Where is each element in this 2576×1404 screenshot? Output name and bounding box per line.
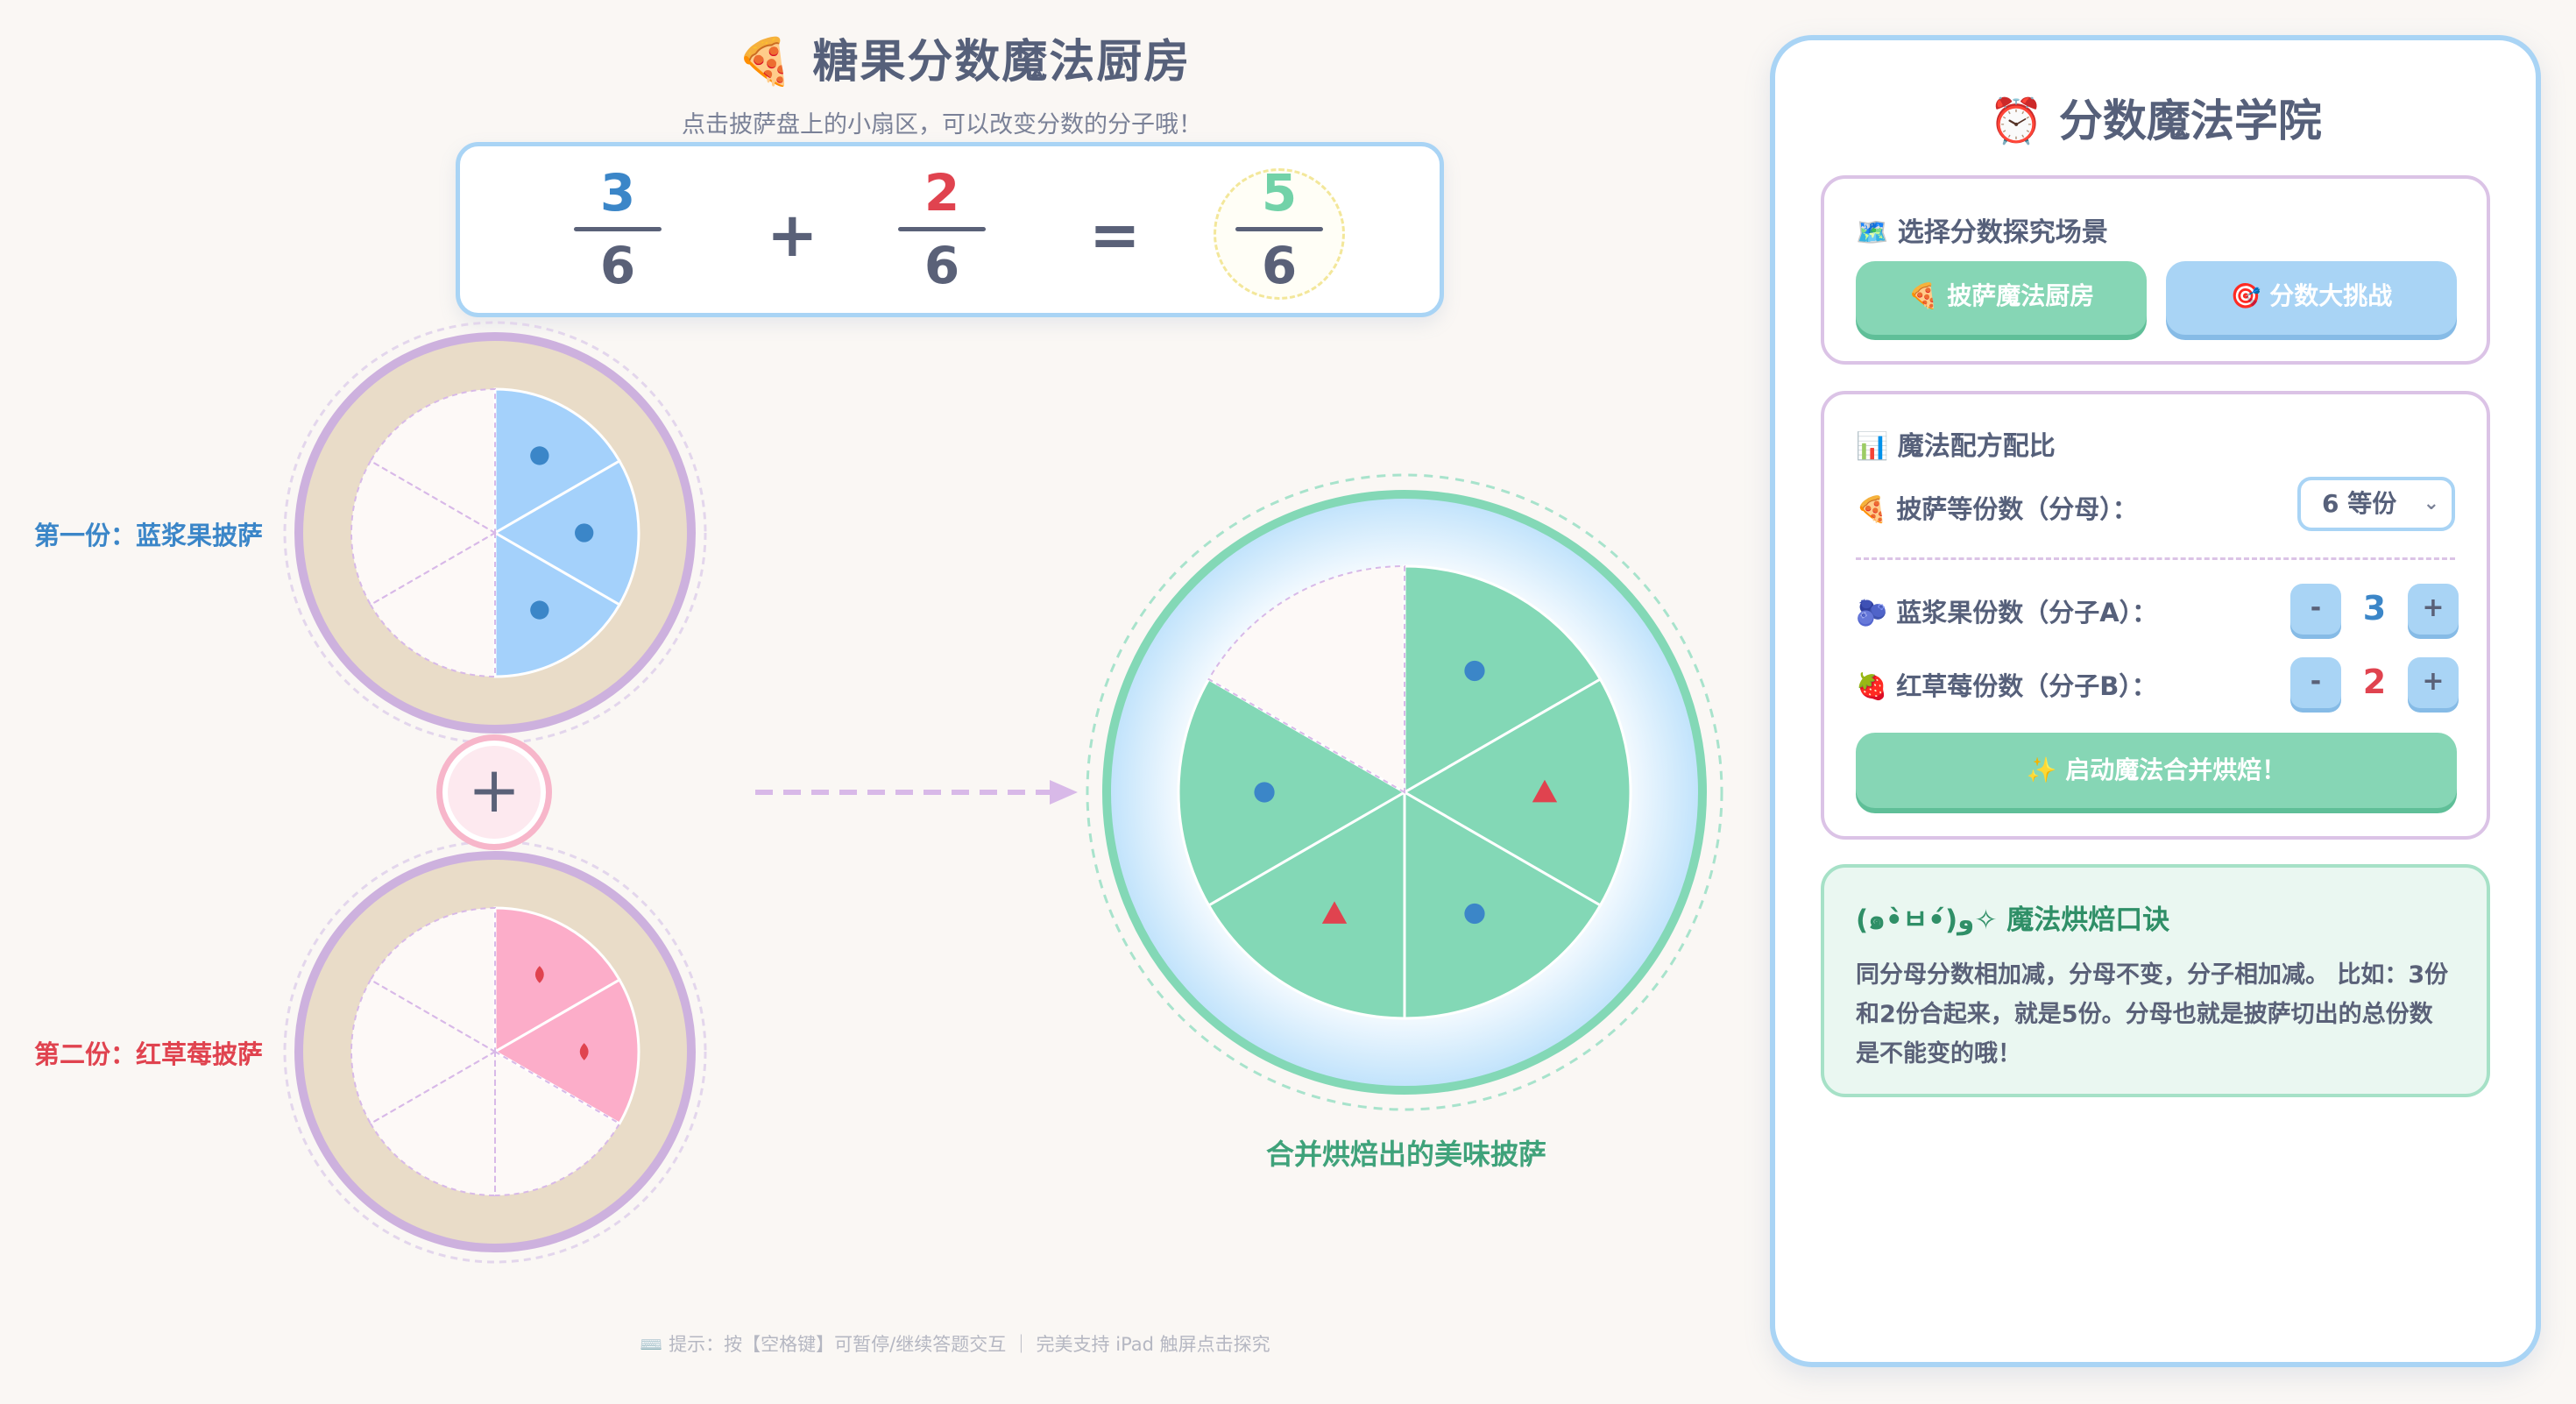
blueberry-pizza[interactable] bbox=[350, 387, 640, 678]
empty-slice[interactable] bbox=[350, 978, 497, 1125]
baking-tip-card: (๑•̀ㅂ•́)و✧ 魔法烘焙口诀 同分母分数相加减，分母不变，分子相加减。 比… bbox=[1821, 864, 2490, 1097]
blueberry-topping bbox=[1464, 660, 1485, 682]
fraction-b-denominator: 6 bbox=[924, 236, 960, 295]
dashed-divider bbox=[1856, 557, 2455, 560]
page-subtitle: 点击披萨盘上的小扇区，可以改变分数的分子哦！ bbox=[682, 111, 1202, 138]
fraction-result-denominator: 6 bbox=[1261, 236, 1298, 295]
equals-operator: = bbox=[1089, 199, 1141, 271]
fraction-b: 2 6 bbox=[898, 164, 986, 294]
strawberry-pizza[interactable] bbox=[350, 906, 640, 1197]
first-pizza-label: 第一份：蓝浆果披萨 bbox=[33, 521, 263, 550]
blueberry-topping bbox=[575, 523, 594, 542]
empty-slice[interactable] bbox=[1207, 564, 1405, 794]
result-highlight-ring bbox=[1214, 168, 1345, 300]
merge-arrow-head bbox=[1050, 780, 1078, 805]
pizza-stage: 🍕 糖果分数魔法厨房 点击披萨盘上的小扇区，可以改变分数的分子哦！ 3 6 + … bbox=[33, 36, 1723, 1355]
denominator-select-value: 6 等份 bbox=[2322, 489, 2397, 518]
merged-plate-outline bbox=[1086, 473, 1723, 1111]
empty-slice[interactable] bbox=[369, 531, 496, 678]
empty-slice[interactable] bbox=[369, 906, 496, 1053]
blueberry-topping bbox=[1464, 903, 1485, 925]
strawberry-decrement-button[interactable]: - bbox=[2290, 657, 2341, 708]
filled-slice[interactable] bbox=[493, 906, 622, 1054]
strawberry-label: 🍓 红草莓份数（分子B）： bbox=[1856, 671, 2157, 701]
filled-slice[interactable] bbox=[492, 977, 640, 1126]
strawberry-topping bbox=[1532, 779, 1558, 803]
blueberry-decrement-button[interactable]: - bbox=[2290, 584, 2341, 635]
blueberry-topping bbox=[1254, 782, 1275, 803]
recipe-card-heading: 📊 魔法配方配比 bbox=[1856, 431, 2056, 462]
blueberry-topping bbox=[530, 446, 549, 465]
recipe-card: 📊 魔法配方配比 🍕 披萨等份数（分母）： 6 等份 ⌄ 🫐 蓝浆果份数（分子A… bbox=[1821, 391, 2490, 840]
fraction-challenge-scene-button[interactable]: 🎯 分数大挑战 bbox=[2166, 261, 2457, 335]
strawberry-increment-button[interactable]: + bbox=[2408, 657, 2459, 708]
plus-operator: + bbox=[767, 199, 818, 271]
plate-outline bbox=[283, 321, 707, 745]
fraction-result: 5 6 bbox=[1235, 164, 1323, 294]
fraction-bar bbox=[898, 227, 986, 231]
blueberry-label: 🫐 蓝浆果份数（分子A）： bbox=[1856, 598, 2158, 628]
filled-slice[interactable] bbox=[493, 530, 622, 678]
blueberry-count: 3 bbox=[2362, 589, 2387, 628]
fraction-equation: 3 6 + 2 6 = 5 6 bbox=[456, 142, 1444, 317]
tip-body: 同分母分数相加减，分母不变，分子相加减。 比如：3份和2份合起来，就是5份。分母… bbox=[1856, 961, 2449, 1067]
filled-slice[interactable] bbox=[492, 458, 640, 607]
strawberry-topping bbox=[579, 1043, 589, 1060]
filled-slice[interactable] bbox=[493, 387, 622, 535]
fraction-result-numerator: 5 bbox=[1261, 163, 1298, 223]
start-bake-button[interactable]: ✨ 启动魔法合并烘焙！ bbox=[1856, 733, 2457, 808]
second-pizza-label: 第二份：红草莓披萨 bbox=[33, 1039, 263, 1069]
fraction-a-denominator: 6 bbox=[599, 236, 636, 295]
blueberry-topping bbox=[530, 600, 549, 620]
strawberry-count: 2 bbox=[2362, 663, 2387, 701]
strawberry-topping bbox=[1321, 901, 1348, 924]
pizza-kitchen-scene-button[interactable]: 🍕 披萨魔法厨房 bbox=[1856, 261, 2147, 335]
scene-card-heading: 🗺️ 选择分数探究场景 bbox=[1856, 217, 2108, 248]
keyboard-hint: ⌨️ 提示：按【空格键】可暂停/继续答题交互 ｜ 完美支持 iPad 触屏点击探… bbox=[640, 1334, 1270, 1355]
empty-slice[interactable] bbox=[350, 459, 497, 606]
pizza-illustrations bbox=[283, 321, 1723, 1264]
blueberry-increment-button[interactable]: + bbox=[2408, 584, 2459, 635]
strawberry-topping bbox=[534, 966, 544, 983]
fraction-b-numerator: 2 bbox=[924, 163, 960, 223]
chevron-down-icon: ⌄ bbox=[2423, 493, 2439, 514]
filled-slice[interactable] bbox=[1177, 677, 1407, 908]
filled-slice[interactable] bbox=[1403, 564, 1603, 795]
filled-slice[interactable] bbox=[1403, 790, 1603, 1020]
merged-pizza bbox=[1177, 564, 1632, 1020]
denominator-select[interactable]: 6 等份 ⌄ bbox=[2297, 477, 2455, 531]
plate-outline bbox=[283, 840, 707, 1264]
fraction-a-numerator: 3 bbox=[599, 163, 636, 223]
panel-title: ⏰ 分数魔法学院 bbox=[1989, 96, 2322, 146]
fraction-bar bbox=[574, 227, 662, 231]
control-panel: ⏰ 分数魔法学院 🗺️ 选择分数探究场景 🍕 披萨魔法厨房 🎯 分数大挑战 📊 … bbox=[1770, 35, 2541, 1367]
empty-slice[interactable] bbox=[494, 1050, 621, 1197]
denominator-label: 🍕 披萨等份数（分母）： bbox=[1856, 494, 2138, 524]
empty-slice[interactable] bbox=[369, 387, 496, 535]
fraction-bar bbox=[1235, 227, 1323, 231]
tip-title: (๑•̀ㅂ•́)و✧ 魔法烘焙口诀 bbox=[1856, 904, 2170, 936]
filled-slice[interactable] bbox=[1402, 677, 1632, 908]
add-pizzas-button[interactable]: + bbox=[436, 734, 552, 850]
page-title: 🍕 糖果分数魔法厨房 bbox=[736, 36, 1192, 89]
fraction-a: 3 6 bbox=[574, 164, 662, 294]
filled-slice[interactable] bbox=[1207, 790, 1406, 1020]
scene-selection-card: 🗺️ 选择分数探究场景 🍕 披萨魔法厨房 🎯 分数大挑战 bbox=[1821, 175, 2490, 365]
merged-pizza-label: 合并烘焙出的美味披萨 bbox=[1265, 1138, 1546, 1171]
empty-slice[interactable] bbox=[369, 1050, 496, 1197]
